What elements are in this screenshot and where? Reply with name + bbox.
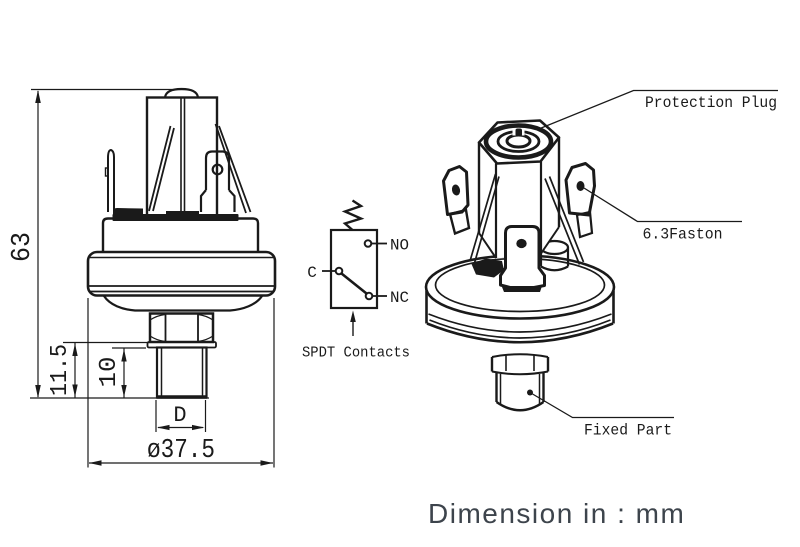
iso-center-terminal-hole [516, 238, 527, 249]
iso-left-faston-foot [448, 208, 471, 236]
dim-10-arrow-bottom [121, 385, 127, 397]
dim-63-arrow-top [35, 90, 41, 103]
iso-disc-grooves [428, 313, 612, 339]
iso-left-dark-pad [471, 258, 504, 278]
iso-stub-bottom [495, 401, 545, 412]
front-plug-split-line [180, 98, 186, 218]
front-left-terminal [107, 148, 115, 212]
iso-stub-hex-facets [505, 355, 535, 371]
spdt-nc-contact [364, 291, 374, 301]
spdt-common-contact [334, 266, 344, 276]
dim-63-arrow-bottom [35, 385, 41, 398]
iso-right-faston-foot [575, 210, 594, 239]
spdt-pointer-arrow [350, 310, 356, 322]
front-right-terminal [199, 150, 236, 212]
dim-11-5-arrow-top [72, 343, 78, 356]
front-right-terminal-hole [211, 163, 224, 176]
dim-10-label: 10 [96, 357, 123, 388]
iso-stub-inner-lines [499, 374, 541, 404]
iso-center-terminal [499, 225, 546, 289]
front-upper-body [101, 217, 260, 252]
front-view: 63 11.5 10 D ø37.5 [8, 87, 277, 468]
spdt-lever [340, 272, 368, 295]
spdt-common-label: C [307, 264, 317, 282]
spring-icon [341, 199, 365, 231]
iso-callouts: Protection Plug 6.3Faston Fixed Part [527, 89, 778, 440]
front-right-strut [214, 123, 252, 214]
iso-disc-walls [425, 291, 615, 324]
dim-thread-length: 10 [96, 347, 146, 398]
dim-11-5-label: 11.5 [47, 344, 74, 396]
dim-dia-arrow-left [89, 460, 102, 466]
front-shoulder [103, 295, 263, 312]
front-left-strut [148, 125, 175, 212]
iso-center-terminal-body [499, 225, 546, 289]
iso-disc-bottom [426, 322, 614, 344]
spdt-no-contact [363, 239, 373, 248]
iso-stub-sides [495, 372, 545, 402]
dim-63-label: 63 [8, 232, 38, 262]
spdt-no-label: NO [390, 237, 409, 255]
spdt-nc-label: NC [390, 289, 409, 307]
iso-struts [469, 173, 585, 265]
dim-body-diameter: ø37.5 [87, 298, 275, 468]
iso-plug-outer-ring [483, 123, 554, 160]
front-mid-foot [166, 211, 199, 217]
iso-left-faston-hole [451, 184, 461, 196]
dim-63-lines [30, 88, 209, 399]
dim-d-arrow-right [192, 424, 205, 431]
spdt-caption: SPDT Contacts [302, 345, 410, 362]
iso-right-faston-hole [576, 181, 585, 191]
front-disc-grooves [89, 285, 274, 293]
iso-prism-front-edges [494, 161, 543, 258]
iso-stub-hex-sides [490, 357, 550, 372]
front-hex-facets [164, 314, 199, 342]
iso-plug-tab [515, 128, 522, 137]
front-left-foot [113, 208, 143, 218]
spdt-box [329, 228, 379, 310]
front-view-device [86, 87, 277, 399]
front-thread-stub [155, 346, 208, 399]
spdt-schematic: C NO NC SPDT Contacts [302, 199, 410, 362]
dim-d-arrow-left [157, 424, 170, 431]
leader-fixed-part [529, 391, 674, 419]
front-disc [86, 250, 277, 297]
dim-dia-lines [87, 298, 275, 468]
leader-faston [583, 187, 742, 223]
dim-overall-height: 63 [8, 88, 209, 399]
dim-thread-diameter: D [155, 400, 207, 432]
dim-10-arrow-top [121, 349, 127, 362]
front-thread-inner-lines [160, 348, 204, 397]
iso-stub-hex-curves [491, 353, 549, 376]
leader-protection-plug [539, 89, 778, 130]
callout-protection-plug: Protection Plug [645, 94, 777, 112]
dim-dia-label: ø37.5 [147, 436, 215, 466]
iso-view: Protection Plug 6.3Faston Fixed Part [424, 89, 778, 440]
callout-faston: 6.3Faston [643, 226, 723, 244]
dim-d-label: D [173, 403, 186, 428]
iso-right-faston-blade [564, 162, 596, 217]
dim-11-5-arrow-bottom [72, 384, 78, 397]
front-hex-nut [148, 312, 215, 344]
front-hex-chamfers [149, 313, 214, 343]
front-dome [163, 87, 200, 98]
dim-stub-length: 11.5 [47, 341, 149, 398]
footer-note: Dimension in : mm [428, 498, 685, 529]
front-left-terminal-notch [104, 167, 109, 177]
dim-dia-arrow-right [260, 460, 273, 466]
iso-fixed-stub [490, 353, 550, 412]
callout-fixed-part: Fixed Part [584, 422, 672, 440]
